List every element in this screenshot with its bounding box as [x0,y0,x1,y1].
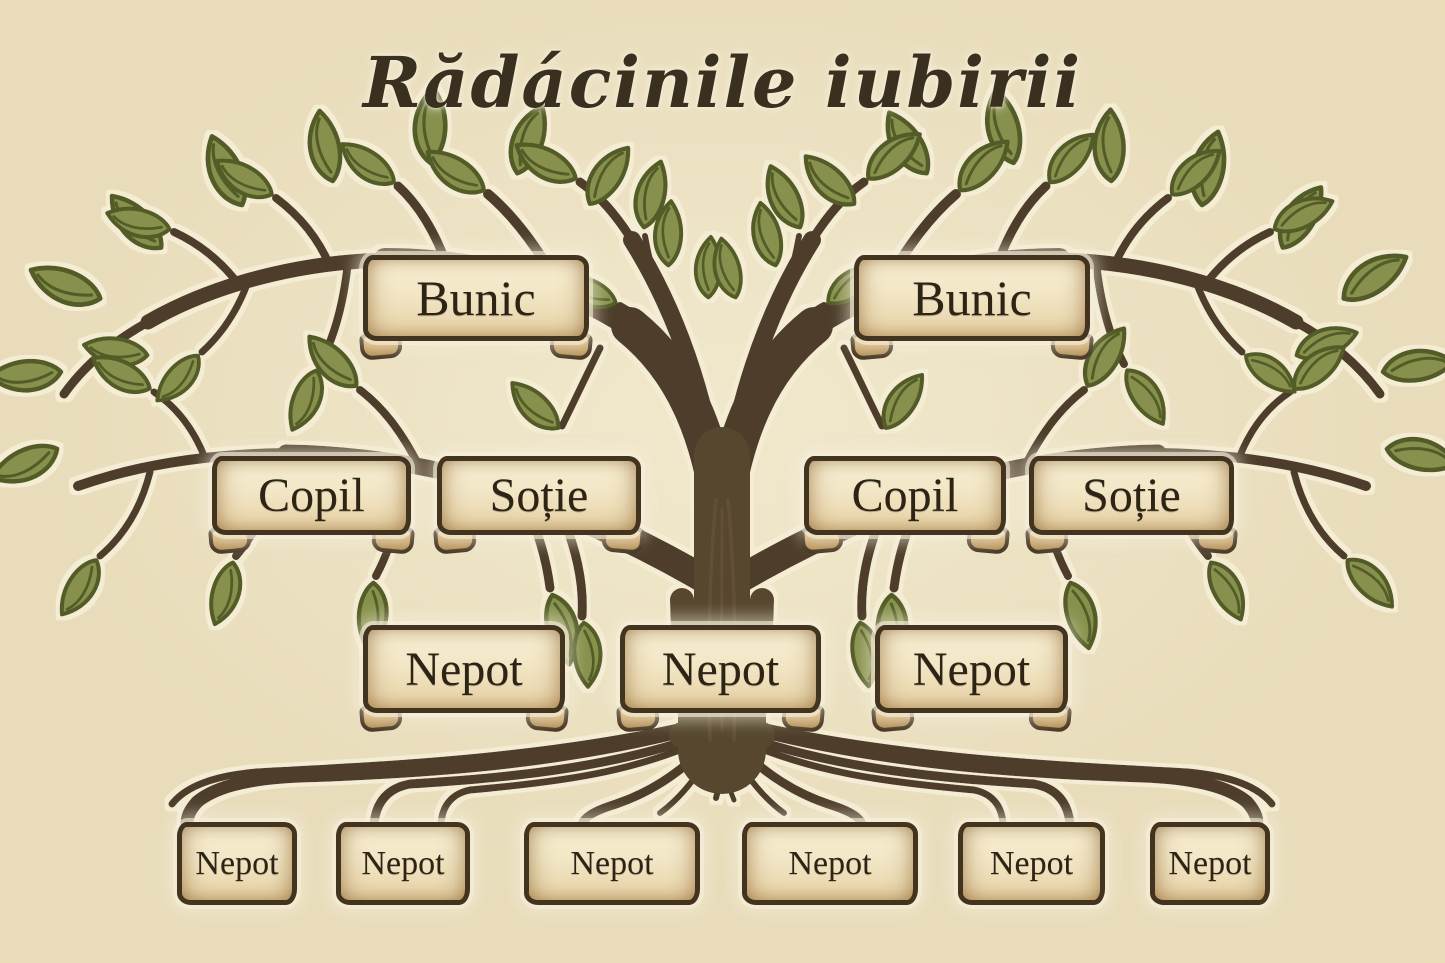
banner-label: Nepot [361,844,445,882]
banner-label: Soție [489,469,589,522]
banner-nepot-bottom-5: Nepot [958,822,1105,905]
banner-bunic-right: Bunic [854,255,1090,341]
leaf-icon [1341,549,1401,616]
banner-nepot-mid-2: Nepot [620,625,821,713]
leaf-icon [0,440,63,490]
banner-nepot-bottom-4: Nepot [742,822,918,905]
scroll-band [875,625,1068,713]
banner-label: Nepot [788,844,872,882]
banner-nepot-mid-1: Nepot [363,625,565,713]
banner-label: Copil [258,469,365,522]
banner-label: Nepot [570,844,654,882]
page-title: Rădácinile iubirii [362,41,1083,124]
banner-label: Soție [1082,469,1181,522]
banner-label: Nepot [989,844,1074,882]
scroll-band [363,255,589,341]
banner-nepot-bottom-2: Nepot [336,822,470,905]
plaque-board [742,822,918,905]
banner-bunic-left: Bunic [363,255,589,341]
leaf-icon [796,146,861,216]
plaque-board [524,822,700,905]
leaf-icon [504,373,565,439]
banner-label: Nepot [405,642,523,696]
leaf-icon [145,347,212,411]
leaf-icon [0,360,61,392]
banner-label: Nepot [661,642,780,696]
banner-nepot-bottom-3: Nepot [524,822,700,905]
leaf-icon [1120,362,1173,431]
banner-label: Nepot [1168,844,1252,882]
banner-nepot-bottom-6: Nepot [1150,822,1270,905]
banner-nepot-mid-3: Nepot [875,625,1068,713]
banner-label: Bunic [416,270,536,326]
banner-sotie-right: Soție [1029,456,1234,535]
scroll-band [620,625,821,713]
banner-label: Nepot [912,642,1031,696]
banner-nepot-bottom-1: Nepot [177,822,297,905]
leaf-icon [50,555,110,622]
scroll-band [437,456,641,535]
leaf-icon [1203,556,1251,625]
banner-label: Copil [851,469,959,522]
scroll-band [804,456,1006,535]
leaf-icon [25,255,105,317]
scroll-band [1029,456,1234,535]
scroll-band [854,255,1090,341]
banner-copil-left: Copil [212,456,411,535]
leaf-icon [335,133,400,195]
leaf-icon [1238,341,1304,405]
banner-label: Bunic [912,270,1032,326]
plaque-board [177,822,297,905]
leaf-icon [201,559,249,628]
leaf-icon [1382,350,1445,382]
leaf-icon [576,140,641,210]
leaf-icon [948,132,1018,197]
plaque-board [336,822,470,905]
banner-label: Nepot [195,844,279,882]
leaf-icon [1334,245,1414,307]
leaf-icon [1384,430,1445,480]
banner-sotie-left: Soție [437,456,641,535]
scroll-band [363,625,565,713]
leaf-icon [573,622,602,687]
plaque-board [1150,822,1270,905]
plaque-board [958,822,1105,905]
banner-copil-right: Copil [804,456,1006,535]
scroll-band [212,456,411,535]
